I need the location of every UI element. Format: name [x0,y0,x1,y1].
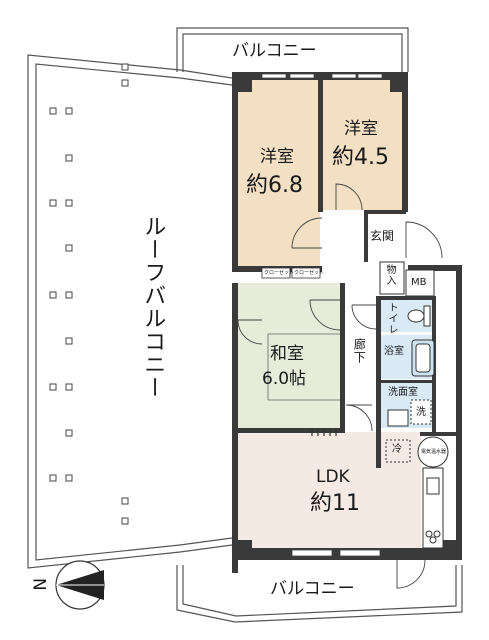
tatami-lines [267,333,340,401]
water-heater-label: 電気温水器 [421,449,447,455]
storage-label: 物入 [384,264,395,286]
fridge-label: 冷 [392,444,402,455]
ldk-name: LDK [316,467,350,487]
ldk-floor-2 [380,468,421,552]
west-room-floor [237,80,320,266]
kitchen-counter [422,467,444,549]
balcony-top-label: バルコニー [232,41,317,61]
east-room-size: 約4.5 [332,145,389,170]
west-room-name: 洋室 [260,147,294,167]
east-room-name: 洋室 [344,119,378,139]
balcony-bottom-label: バルコニー [270,579,355,599]
entrance-label: 玄関 [370,229,395,243]
bathroom-label: 浴室 [384,346,404,357]
closets [261,267,321,279]
roof-balcony-label: ルーフバルコニー [140,215,166,399]
window-marks [261,73,383,557]
west-room-size: 約6.8 [246,173,303,198]
door-swings [237,183,443,589]
water-heater-circle [417,436,449,468]
mb-label: MB [411,277,427,288]
washitsu-floor [237,283,342,431]
closet-label-2: クローゼット [294,270,325,276]
roof-balcony-outline [27,54,233,569]
wash-basin [387,399,432,427]
wash-label: 洗 [416,407,426,418]
washitsu-name: 和室 [270,344,304,364]
corridor-label: 廊下 [352,338,367,364]
threshold-marks [311,428,337,436]
top-balcony-outline [176,27,409,72]
storage-box [379,261,435,297]
bathtub [411,339,435,377]
compass-icon [55,560,105,610]
toilet-fixture [407,305,431,327]
compass-north-label: N [28,577,49,591]
east-room-floor [323,80,405,210]
railing-posts [49,63,129,525]
ldk-size: 約11 [310,491,360,516]
closet-label-1: クローゼット [264,270,295,276]
washroom-label: 洗面室 [388,387,418,398]
washitsu-size: 6.0帖 [262,369,307,389]
fridge-box [385,439,411,463]
walls [232,72,462,573]
bottom-balcony-outline [176,565,463,623]
toilet-label: トイレ [386,302,397,335]
